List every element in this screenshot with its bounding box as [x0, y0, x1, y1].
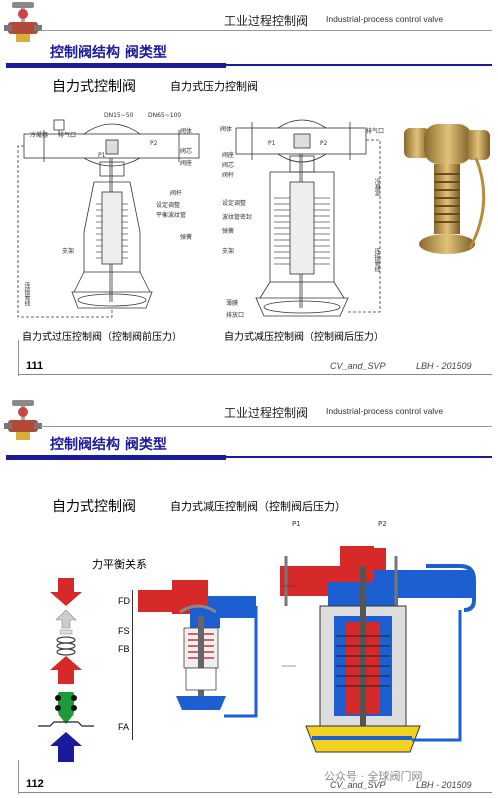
caption-left: 自力式过压控制阀（控制阀前压力） — [22, 332, 182, 343]
r-label-p1: P1 — [268, 140, 276, 147]
section-bar-thin — [226, 64, 492, 66]
label-pipe: 连接管线 — [23, 282, 30, 306]
header-title-cn: 工业过程控制阀 — [224, 406, 309, 420]
slide-gap — [0, 380, 498, 400]
r-label-body: 阀体 — [220, 126, 233, 133]
footer-rule — [18, 374, 492, 375]
force-base-arrow-icon — [50, 732, 82, 762]
page-number: 111 — [26, 360, 44, 372]
label-balance: 平衡波纹管 — [156, 212, 187, 219]
valve-logo-icon — [4, 2, 42, 42]
force-fs: FS — [118, 626, 130, 636]
valve-product-photo — [404, 124, 490, 254]
footer-vertical-rule — [18, 340, 19, 376]
footer-right: LBH - 201509 — [416, 780, 472, 790]
label-body: 阀体 — [180, 128, 193, 135]
label-bracket: 支架 — [62, 248, 75, 255]
label-dn1: DN15~50 — [104, 112, 134, 119]
header-title-en: Industrial-process control valve — [326, 14, 444, 24]
force-up-arrow-icon — [50, 656, 82, 684]
label-core: 阀芯 — [180, 148, 193, 155]
label-p1: P1 — [98, 152, 106, 159]
r-label-drain: 排放口 — [226, 312, 245, 319]
r-label-core: 阀芯 — [222, 162, 235, 169]
page-number: 112 — [26, 778, 44, 790]
r-label-bellows: 波纹管密封 — [222, 214, 253, 221]
heading: 自力式控制阀 — [52, 499, 136, 515]
reducing-valve-diagram — [235, 119, 381, 317]
label-p1: P1 — [292, 520, 301, 528]
valve-logo-icon — [4, 400, 42, 440]
header-rule — [40, 426, 492, 427]
force-axis — [132, 590, 133, 740]
r-label-vent: 排气口 — [366, 128, 385, 135]
r-label-pipe: 连接管线 — [373, 248, 380, 272]
force-fb: FB — [118, 644, 130, 654]
watermark: 公众号 · 全球阀门网 — [324, 770, 423, 783]
r-label-spring: 弹簧 — [222, 228, 235, 235]
footer-center: CV_and_SVP — [330, 361, 386, 371]
reducing-valve-cutaway — [280, 546, 476, 753]
footer-center: CV_and_SVP — [330, 780, 386, 790]
header-title-cn: 工业过程控制阀 — [224, 14, 309, 28]
label-seat: 阀座 — [180, 160, 193, 167]
subheading: 自力式压力控制阀 — [170, 80, 258, 93]
section-bar — [6, 455, 226, 460]
header-rule — [40, 30, 492, 31]
section-bar-thin — [226, 456, 492, 458]
force-schematic-diagram — [138, 580, 258, 718]
label-vent: 排气口 — [58, 132, 77, 139]
r-label-seat: 阀座 — [222, 152, 235, 159]
r-label-condenser: 冷凝室 — [373, 178, 380, 196]
footer-rule — [18, 792, 492, 793]
r-label-diaphragm: 薄膜 — [226, 300, 239, 307]
overpressure-valve-diagram — [17, 119, 200, 318]
subheading: 自力式减压控制阀（控制阀后压力） — [170, 500, 346, 513]
section-title: 控制阀结构 阀类型 — [50, 437, 167, 453]
footer-right: LBH - 201509 — [416, 361, 472, 371]
label-p2: P2 — [378, 520, 387, 528]
force-balance-title: 力平衡关系 — [92, 558, 147, 571]
label-dn2: DN65~100 — [148, 112, 182, 119]
label-setpoint: 设定调整 — [156, 202, 181, 209]
section-title: 控制阀结构 阀类型 — [50, 45, 167, 61]
slide-111: 工业过程控制阀 Industrial-process control valve… — [0, 0, 498, 380]
header-title-en: Industrial-process control valve — [326, 406, 444, 416]
section-bar — [6, 63, 226, 68]
r-label-setpoint: 设定调整 — [222, 200, 247, 207]
r-label-p2: P2 — [320, 140, 328, 147]
r-label-stem: 阀杆 — [222, 172, 235, 179]
label-condenser: 冷凝器 — [30, 132, 49, 139]
force-fa: FA — [118, 722, 130, 732]
label-spring: 弹簧 — [180, 234, 193, 241]
label-p2: P2 — [150, 140, 158, 147]
force-fd: FD — [118, 596, 130, 606]
footer-vertical-rule — [18, 760, 19, 794]
force-down-arrow-icon — [50, 578, 82, 606]
slide-112: 工业过程控制阀 Industrial-process control valve… — [0, 400, 498, 798]
force-balance-icons — [38, 578, 94, 762]
r-label-bracket: 支架 — [222, 248, 235, 255]
caption-right: 自力式减压控制阀（控制阀后压力） — [224, 332, 384, 343]
heading: 自力式控制阀 — [52, 79, 136, 95]
label-stem: 阀杆 — [170, 190, 183, 197]
